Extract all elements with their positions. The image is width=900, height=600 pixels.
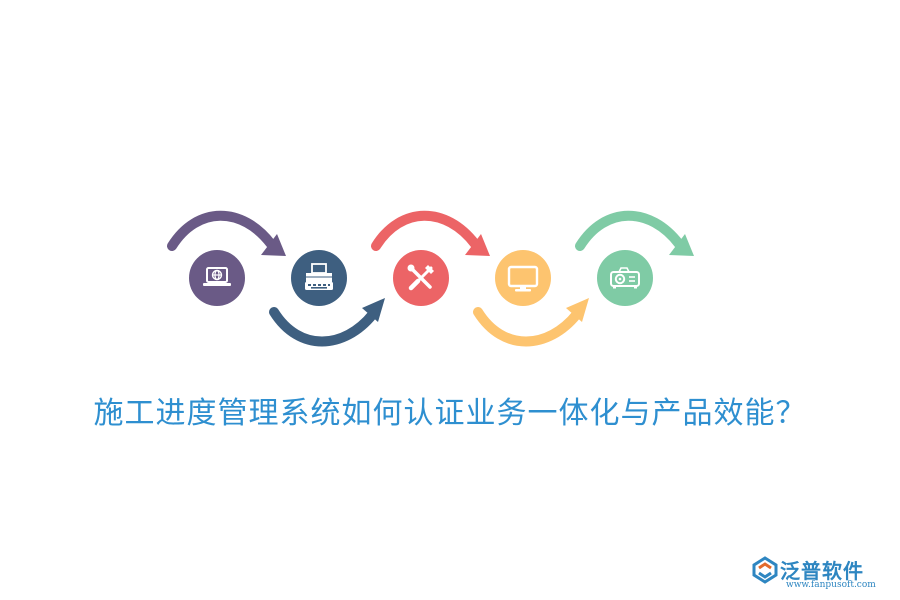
step-circle-1 (189, 250, 245, 306)
flow-arrowhead-2 (362, 298, 385, 322)
step-node-4 (495, 250, 551, 306)
step-node-5 (597, 250, 653, 306)
flow-arrow-4 (473, 307, 582, 347)
logo-name: 泛普软件 (780, 559, 864, 583)
fanpu-logo-icon (752, 556, 778, 584)
flow-arrow-5 (575, 210, 684, 251)
step-circle-4 (495, 250, 551, 306)
flow-arrowhead-4 (566, 298, 589, 322)
brand-logo: 泛普软件 www.fanpusoft.com (750, 555, 890, 595)
flow-arrow-2 (269, 307, 378, 347)
logo-url: www.fanpusoft.com (786, 580, 876, 590)
step-node-1 (189, 250, 245, 306)
page-title: 施工进度管理系统如何认证业务一体化与产品效能？ (93, 396, 807, 431)
flow-arrowhead-3 (465, 234, 490, 256)
step-node-3 (393, 250, 449, 306)
flow-arrow-1 (167, 210, 276, 251)
flow-arrow-3 (371, 210, 480, 251)
flow-arrowhead-1 (261, 234, 286, 256)
flow-arrowhead-5 (669, 234, 694, 256)
step-node-2 (291, 250, 347, 306)
